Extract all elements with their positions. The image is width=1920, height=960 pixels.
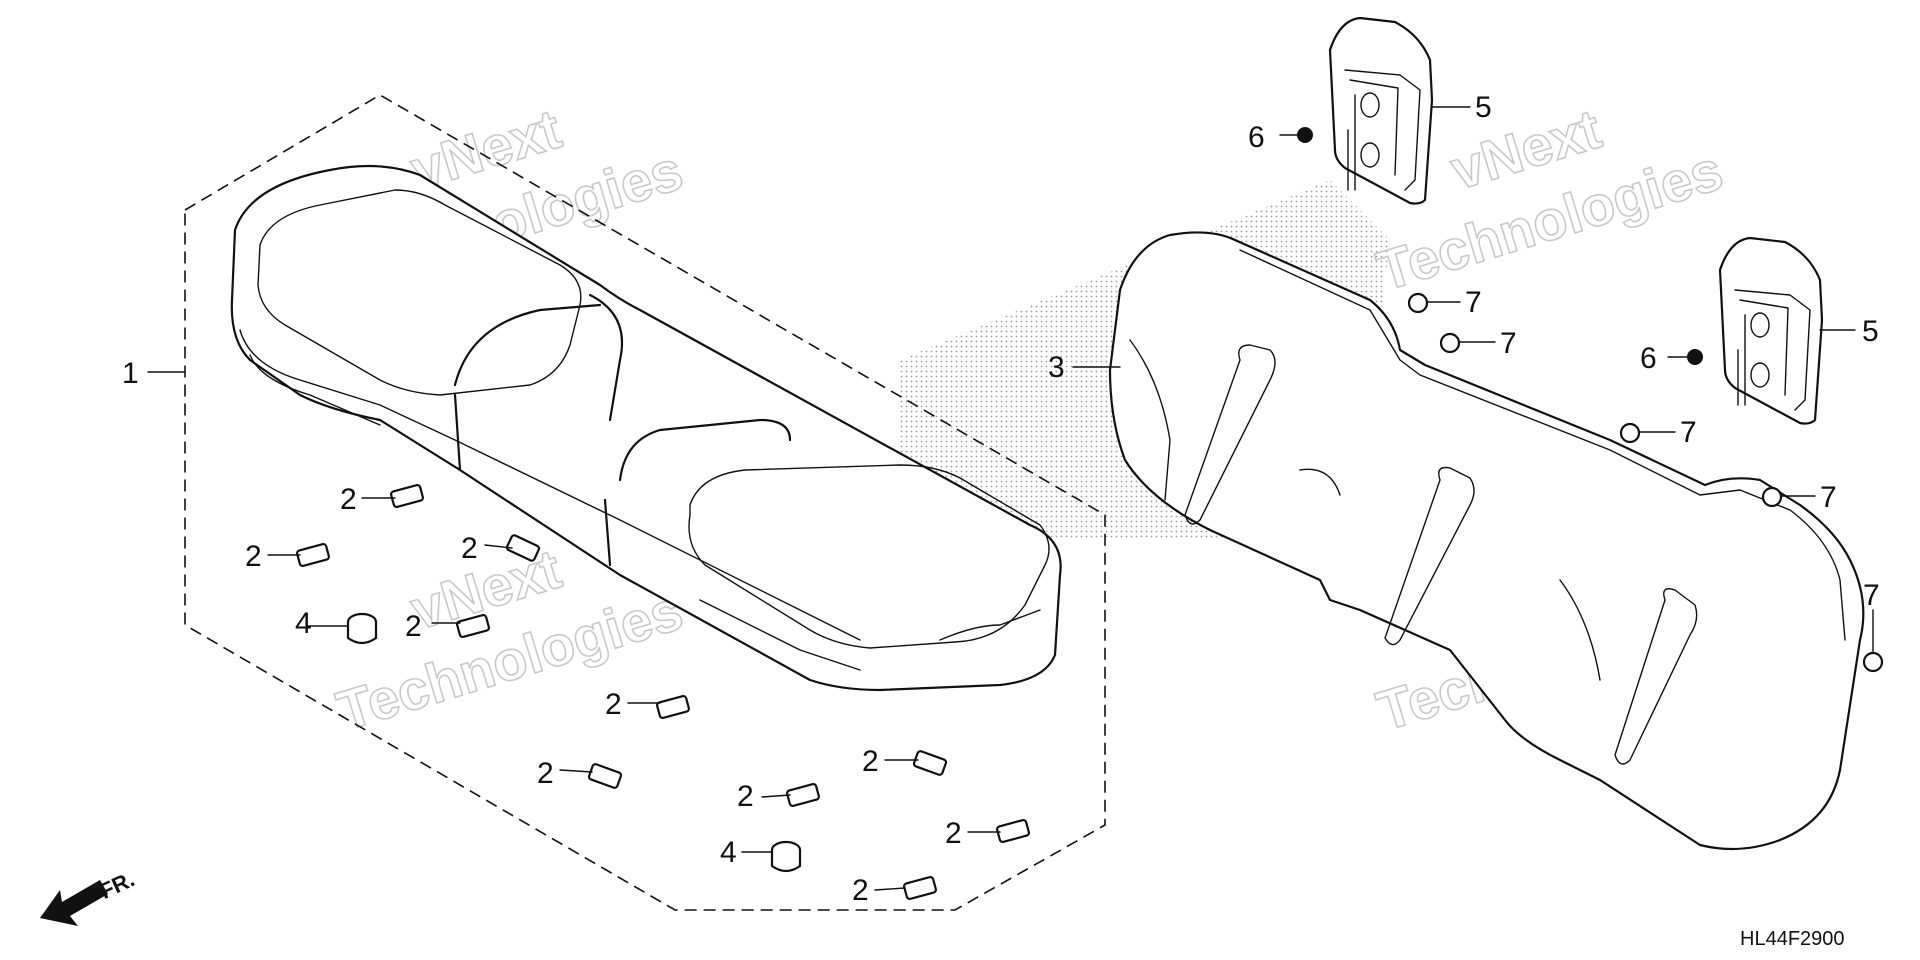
- callout-7: 7: [1465, 286, 1482, 319]
- clip-icon: [296, 483, 1030, 901]
- callouts: 1 2 2 2 2 2 2 2 2 2 2 4 4 3 5 5 6 6 7 7 …: [122, 91, 1880, 907]
- grommet-icon: [346, 612, 802, 873]
- callout-2: 2: [862, 745, 879, 778]
- callout-1: 1: [122, 357, 139, 390]
- callout-2: 2: [461, 532, 478, 565]
- callout-4: 4: [295, 607, 312, 640]
- headrest-upper[interactable]: [1328, 16, 1434, 205]
- leader-lines: [147, 106, 1874, 891]
- diagram-code: HL44F2900: [1740, 928, 1845, 950]
- callout-7: 7: [1863, 579, 1880, 612]
- callout-2: 2: [737, 780, 754, 813]
- seat-back[interactable]: [1108, 231, 1865, 851]
- callout-2: 2: [537, 757, 554, 790]
- seat-cushion[interactable]: [230, 164, 1062, 692]
- direction-label: FR.: [96, 866, 139, 904]
- screw-icon: [1297, 127, 1703, 365]
- callout-2: 2: [405, 610, 422, 643]
- callout-2: 2: [945, 817, 962, 850]
- assembly-boundary: [184, 94, 1106, 911]
- callout-4: 4: [720, 836, 737, 869]
- callout-2: 2: [245, 540, 262, 573]
- callout-6: 6: [1248, 121, 1265, 154]
- callout-6: 6: [1640, 342, 1657, 375]
- callout-2: 2: [605, 688, 622, 721]
- callout-7: 7: [1500, 327, 1517, 360]
- callout-2: 2: [852, 874, 869, 907]
- screw-icon: [1407, 292, 1884, 673]
- callout-7: 7: [1680, 416, 1697, 449]
- front-direction-arrow-icon: FR.: [40, 866, 138, 926]
- callout-5: 5: [1862, 315, 1879, 348]
- callout-7: 7: [1820, 481, 1837, 514]
- callout-5: 5: [1475, 91, 1492, 124]
- callout-3: 3: [1048, 351, 1065, 384]
- callout-2: 2: [340, 483, 357, 516]
- headrest-lower[interactable]: [1718, 236, 1824, 425]
